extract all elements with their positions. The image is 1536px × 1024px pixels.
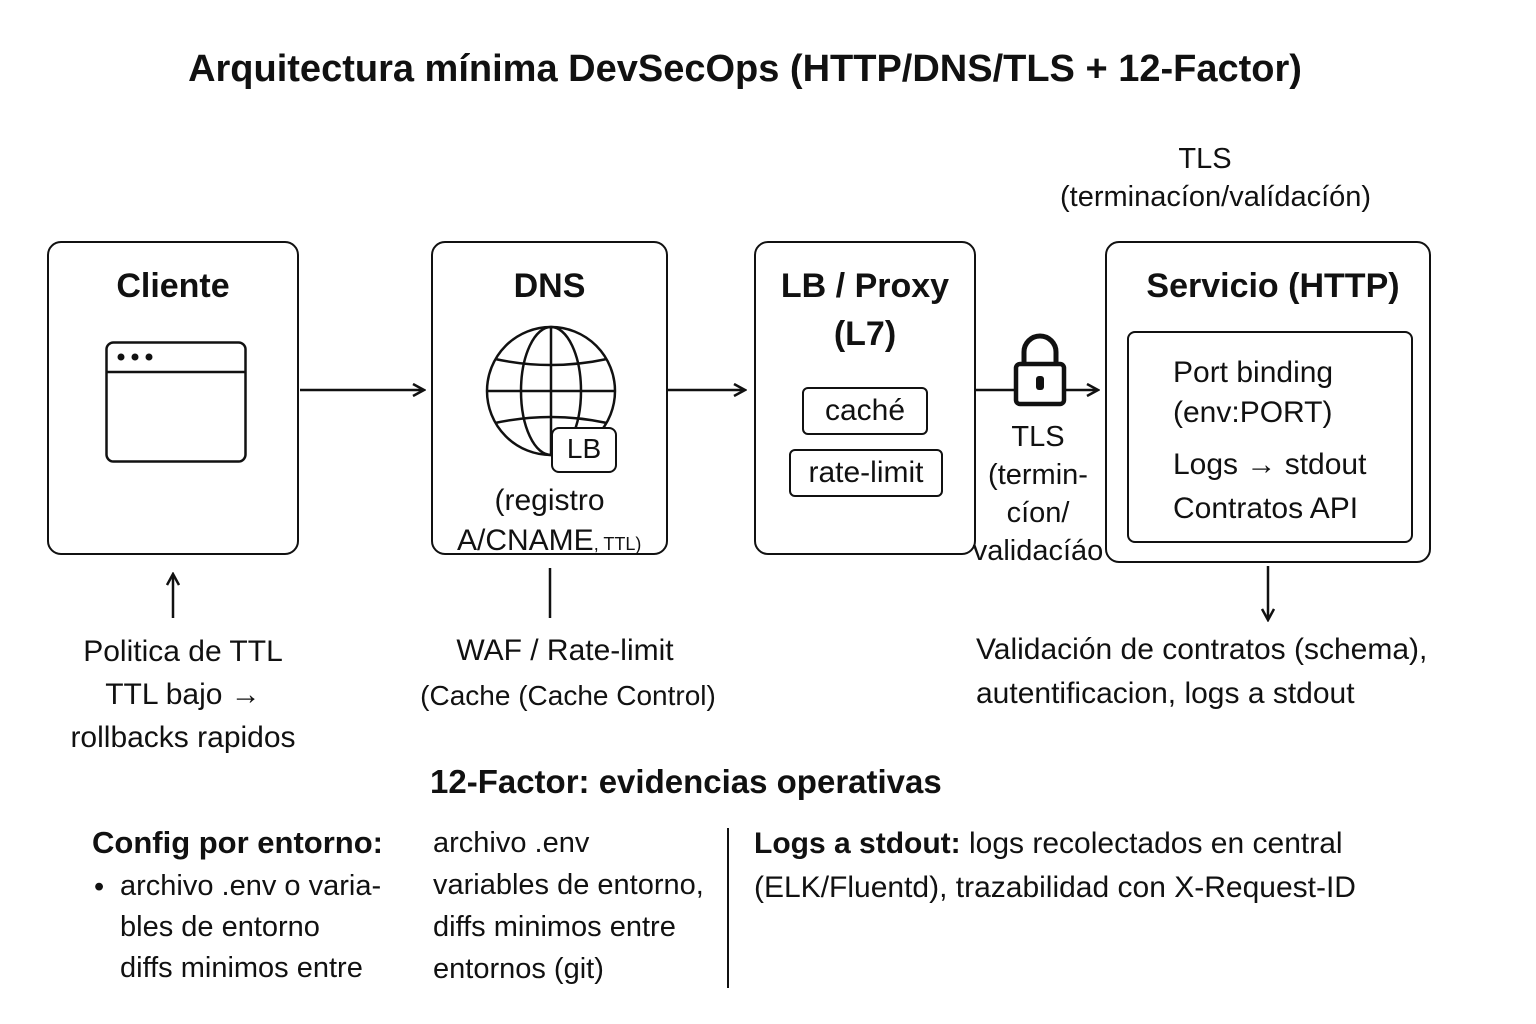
service-item-env-port: (env:PORT) <box>1173 396 1333 429</box>
client-note-line3: rollbacks rapidos <box>70 721 296 754</box>
client-note: Politica de TTL TTL bajo → rollbacks rap… <box>40 630 326 759</box>
client-note-line1: Politica de TTL <box>83 635 283 668</box>
logs-block: Logs a stdout: logs recolectados en cent… <box>754 822 1514 910</box>
tls-top-label: TLS (terminacíon/valídacíón) <box>1060 140 1372 216</box>
config-bullet-line2: bles de entorno <box>120 911 320 943</box>
middle-col-line1: archivo .env <box>433 827 590 859</box>
service-item-port-binding: Port binding <box>1173 356 1334 389</box>
logs-text-line1: logs recolectados en central <box>969 827 1343 860</box>
client-box: Cliente <box>47 241 299 555</box>
browser-window-icon <box>105 341 247 468</box>
dns-box: DNS LB (registro A/CNAME, TTL) <box>431 241 668 557</box>
dns-caption-line1: (registro <box>494 484 605 517</box>
globe-icon <box>483 323 619 464</box>
dns-note-line1: WAF / Rate-limit <box>456 634 674 667</box>
service-note-line2: autentificacion, logs a stdout <box>976 677 1355 710</box>
middle-col-line2: variables de entorno, <box>433 869 704 901</box>
service-title: Servicio (HTTP) <box>1146 267 1400 305</box>
config-bullet-line1: archivo .env o varia- <box>120 870 382 902</box>
tls-top-line1: TLS <box>1178 143 1232 175</box>
service-note-line1: Validación de contratos (schema), <box>976 633 1428 666</box>
tls-mid-line1: TLS <box>1011 421 1065 453</box>
logs-heading: Logs a stdout: <box>754 827 961 860</box>
lb-title-line2: (L7) <box>833 315 897 353</box>
dns-caption-small: , TTL) <box>593 534 642 554</box>
service-box: Servicio (HTTP) Port binding (env:PORT) … <box>1105 241 1431 563</box>
dns-caption-line2: A/CNAME, TTL) <box>457 521 641 564</box>
dns-lb-badge: LB <box>551 427 617 473</box>
middle-col-line3: diffs minimos entre <box>433 911 676 943</box>
lb-box: LB / Proxy (L7) caché rate-limit <box>754 241 976 555</box>
logs-text-line2: (ELK/Fluentd), trazabilidad con X-Reques… <box>754 871 1356 904</box>
client-note-line2: TTL bajo → <box>105 678 261 711</box>
factor-heading: 12-Factor: evidencias operativas <box>430 763 942 800</box>
dns-note-line2: (Cache (Cache Control) <box>420 680 716 711</box>
middle-col-line4: entornos (git) <box>433 953 604 985</box>
service-inner-box: Port binding (env:PORT) Logs → stdout Co… <box>1127 331 1413 543</box>
config-bullet-line3: diffs minimos entre <box>120 952 363 984</box>
service-item-contracts: Contratos API <box>1173 492 1359 525</box>
tls-mid-label: TLS (termin- cíon/ validacíáo <box>968 418 1108 570</box>
lb-title-line1: LB / Proxy <box>780 267 950 305</box>
tls-mid-line2: (termin- <box>988 459 1088 491</box>
logs-line1: Logs a stdout: logs recolectados en cent… <box>754 822 1514 866</box>
config-heading: Config por entorno: <box>92 825 383 860</box>
factor-middle-col: archivo .env variables de entorno, diffs… <box>433 822 704 990</box>
tls-mid-line3: cíon/ <box>1006 497 1070 529</box>
tls-mid-line4: validacíáo <box>972 535 1104 567</box>
service-note: Validación de contratos (schema), autent… <box>976 628 1516 716</box>
padlock-icon <box>1012 332 1068 413</box>
lb-pill-rate-limit: rate-limit <box>789 449 943 497</box>
client-title: Cliente <box>116 267 230 305</box>
config-bullet-dot: • <box>94 871 105 903</box>
dns-caption-main: A/CNAME <box>457 524 594 557</box>
tls-top-line2: (terminacíon/valídacíón) <box>1060 181 1372 213</box>
dns-title: DNS <box>513 267 586 305</box>
page-title: Arquitectura mínima DevSecOps (HTTP/DNS/… <box>188 48 1302 90</box>
service-item-logs: Logs → stdout <box>1173 448 1367 481</box>
lb-pill-cache: caché <box>802 387 928 435</box>
config-bullet: archivo .env o varia- bles de entorno di… <box>120 866 381 989</box>
